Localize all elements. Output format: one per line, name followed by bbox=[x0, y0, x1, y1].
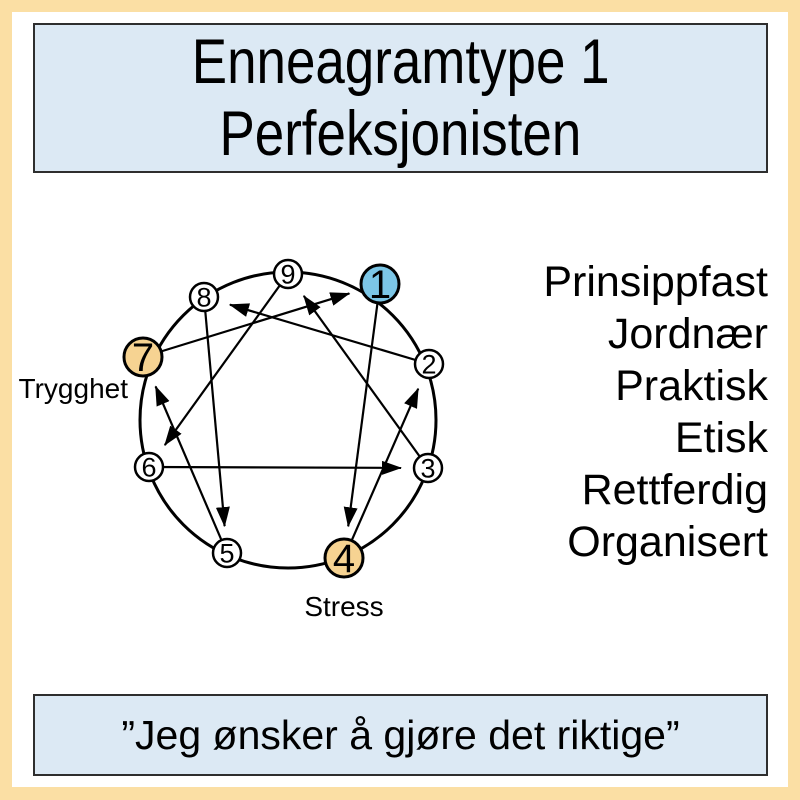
trait-item: Praktisk bbox=[615, 362, 768, 410]
node-1-number: 1 bbox=[369, 263, 391, 307]
node-7: 7 bbox=[122, 336, 164, 380]
edge-9-6 bbox=[163, 273, 289, 446]
node-6-number: 6 bbox=[141, 452, 156, 482]
node-2-number: 2 bbox=[421, 349, 436, 379]
node-1: 1 bbox=[359, 263, 401, 307]
node-7-number: 7 bbox=[132, 336, 154, 380]
enneagram-circle bbox=[138, 270, 438, 570]
quote-box: ”Jeg ønsker å gjøre det riktige” bbox=[33, 694, 768, 776]
title-line-1: Enneagramtype 1 bbox=[191, 27, 610, 97]
node-9-number: 9 bbox=[280, 259, 295, 289]
edge-8-5 bbox=[202, 296, 230, 528]
security-label: Trygghet bbox=[18, 373, 128, 404]
trait-item: Rettferdig bbox=[581, 466, 768, 514]
node-5-number: 5 bbox=[219, 539, 234, 569]
node-4: 4 bbox=[323, 537, 365, 581]
node-5: 5 bbox=[211, 537, 243, 569]
trait-item: Etisk bbox=[674, 414, 768, 462]
title-box: Enneagramtype 1 Perfeksjonisten bbox=[33, 23, 768, 173]
edge-2-8 bbox=[228, 303, 430, 366]
edge-1-4 bbox=[343, 283, 382, 528]
node-8-number: 8 bbox=[196, 282, 211, 312]
edge-3-9 bbox=[302, 295, 429, 469]
trait-item: Jordnær bbox=[607, 310, 768, 358]
edge-4-2 bbox=[342, 387, 420, 559]
trait-item: Organisert bbox=[567, 518, 768, 566]
traits-list: Prinsippfast Jordnær Praktisk Etisk Rett… bbox=[543, 256, 768, 568]
node-4-number: 4 bbox=[333, 537, 355, 581]
node-3: 3 bbox=[412, 452, 444, 483]
trait-item: Prinsippfast bbox=[543, 258, 768, 306]
edge-6-3 bbox=[148, 460, 402, 475]
node-9: 9 bbox=[272, 258, 304, 289]
stress-label: Stress bbox=[304, 591, 384, 622]
quote-text: ”Jeg ønsker å gjøre det riktige” bbox=[121, 711, 680, 758]
node-8: 8 bbox=[188, 281, 220, 312]
node-3-number: 3 bbox=[420, 453, 435, 483]
node-2: 2 bbox=[413, 348, 445, 379]
node-6: 6 bbox=[133, 451, 165, 482]
edge-5-7 bbox=[154, 385, 229, 554]
title-line-2: Perfeksjonisten bbox=[219, 99, 582, 169]
